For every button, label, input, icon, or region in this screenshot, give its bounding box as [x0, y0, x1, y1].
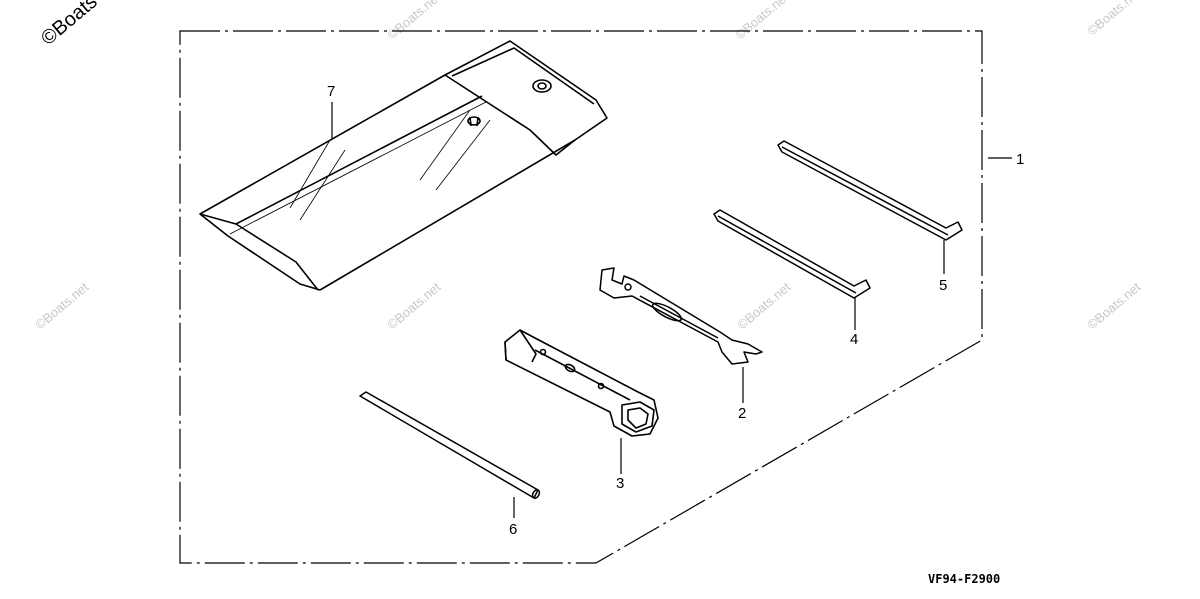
watermark: ©Boats.net	[384, 0, 443, 42]
tommy-bar	[359, 391, 541, 499]
watermark: ©Boats.net	[734, 279, 793, 332]
hex-key-long	[777, 140, 963, 241]
box-wrench	[504, 329, 659, 437]
callout-3: 3	[616, 475, 624, 492]
open-end-wrench	[599, 267, 763, 365]
callout-7: 7	[327, 83, 335, 100]
watermark: ©Boats.net	[1084, 0, 1143, 38]
watermark: ©Boats.net	[384, 279, 443, 332]
watermark: ©Boats.net	[1084, 279, 1143, 332]
callout-6: 6	[509, 521, 517, 538]
watermark: ©Boats.net	[32, 279, 91, 332]
callout-5: 5	[939, 277, 947, 294]
callout-1: 1	[1016, 151, 1024, 168]
kit-boundary	[179, 30, 983, 564]
tool-bag	[199, 40, 608, 291]
diagram-code: VF94-F2900	[928, 572, 1000, 586]
watermarks: ©Boats.net ©Boats.net ©Boats.net ©Boats.…	[32, 0, 1143, 332]
leader-lines	[331, 102, 1012, 518]
hex-key-short	[713, 209, 871, 299]
watermark: ©Boats.net	[732, 0, 791, 42]
callout-2: 2	[738, 405, 746, 422]
callout-4: 4	[850, 331, 858, 348]
watermark-corner: ©Boats	[37, 0, 102, 50]
